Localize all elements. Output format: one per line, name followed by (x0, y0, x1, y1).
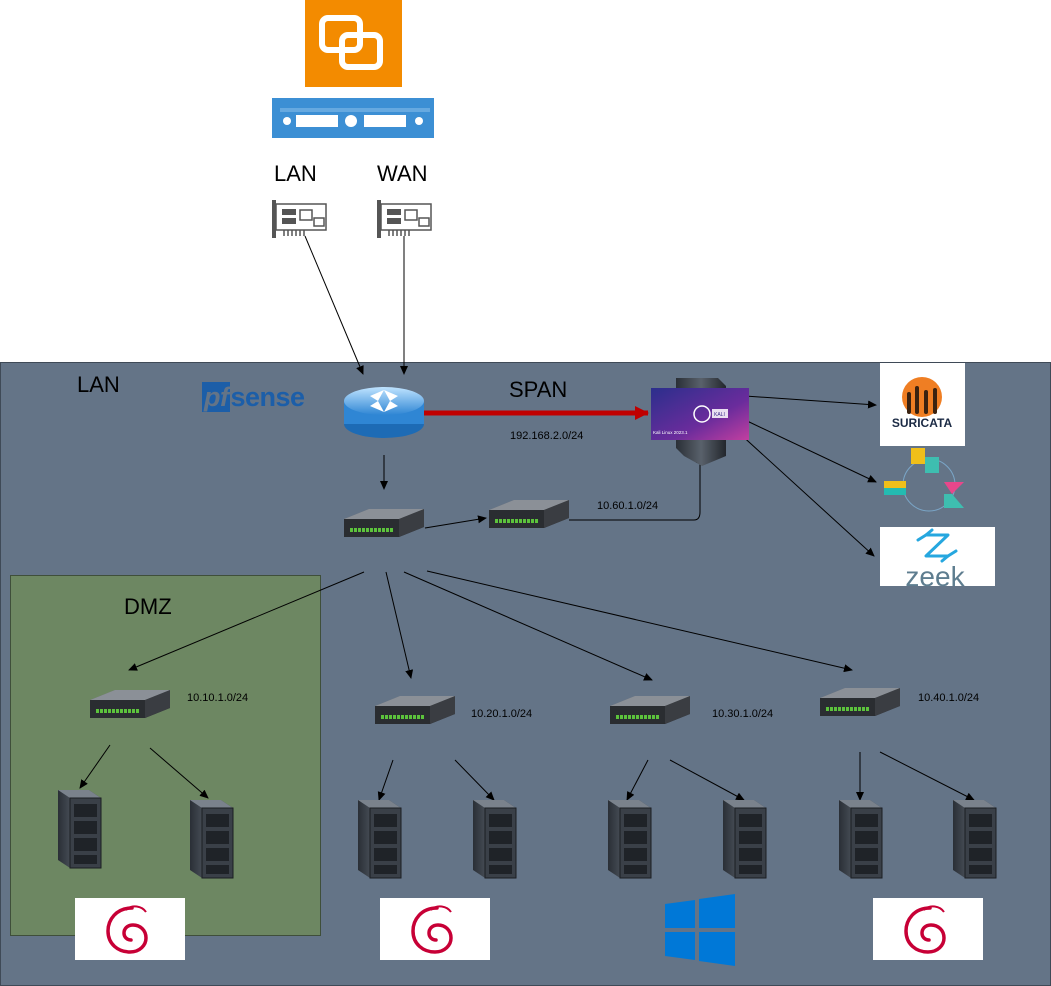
core-to-net20-switch-link (385, 571, 414, 679)
net40-switch-to-server2-link (879, 751, 975, 801)
net30-switch-to-server2-link (669, 759, 745, 801)
windows-icon (665, 894, 735, 966)
zeek-arrows-icon (916, 528, 958, 563)
net30-server-1-icon (607, 799, 652, 879)
net30-switch-icon (610, 696, 690, 724)
net40-server-2-icon (952, 799, 997, 879)
span-subnet-label: 192.168.2.0/24 (510, 430, 584, 442)
net20-switch-to-server2-link (454, 759, 495, 801)
pfsense-pf-text: pf (202, 382, 231, 412)
router-icon (344, 387, 424, 438)
core-to-net30-switch-link (403, 571, 653, 681)
dmz-server-2-icon (189, 799, 234, 879)
elk-stack-icon (884, 448, 964, 512)
kali-to-elk-link (744, 419, 877, 483)
lan-nic-to-router-link (304, 235, 364, 375)
dmz-subnet-label: 10.10.1.0/24 (187, 692, 249, 704)
monitor-subnet-label: 10.60.1.0/24 (597, 500, 659, 512)
zeek-text: zeek (905, 561, 965, 592)
dmz-switch-to-server1-link (79, 744, 111, 789)
lan-interface-label: LAN (274, 161, 317, 186)
dmz-switch-icon (90, 690, 170, 718)
net20-subnet-label: 10.20.1.0/24 (471, 708, 533, 720)
net20-server-1-icon (357, 799, 402, 879)
lan-nic-icon (271, 199, 327, 239)
wan-interface-label: WAN (377, 161, 428, 186)
net40-subnet-label: 10.40.1.0/24 (918, 692, 980, 704)
kali-to-suricata-link (744, 395, 877, 409)
connections (79, 235, 975, 801)
dmz-zone-label: DMZ (124, 594, 172, 619)
core-to-dmz-switch-link (128, 571, 365, 671)
kali-to-zeek-link (737, 431, 875, 557)
kali-sensor-icon (651, 378, 749, 466)
net30-switch-to-server1-link (626, 759, 649, 801)
lan-zone-label: LAN (77, 372, 120, 397)
vmware-icon (319, 15, 383, 70)
net30-subnet-label: 10.30.1.0/24 (712, 708, 774, 720)
esxi-host-icon (272, 98, 434, 138)
net20-server-2-icon (472, 799, 517, 879)
dmz-server-1-icon (57, 789, 102, 869)
wan-nic-icon (376, 199, 432, 239)
core-to-net40-switch-link (426, 570, 853, 673)
suricata-text: SURICATA (892, 416, 953, 430)
suricata-meerkat-icon (907, 386, 937, 414)
dmz-zone (10, 575, 321, 936)
net40-switch-icon (820, 688, 900, 716)
net20-switch-icon (375, 696, 455, 724)
kali-version-text: Kali Linux 2023.1 (653, 430, 688, 435)
net20-switch-to-server1-link (377, 759, 394, 801)
core-switch-icon (344, 509, 424, 537)
pfsense-sense-text: sense (230, 382, 305, 412)
span-label: SPAN (509, 377, 568, 402)
pfsense-logo: pfsense (202, 382, 305, 413)
monitor-switch-to-kali-link (569, 454, 704, 521)
net40-server-1-icon (838, 799, 883, 879)
net30-server-2-icon (722, 799, 767, 879)
suricata-sun-icon (902, 377, 942, 417)
kali-badge-text: KALI (714, 412, 725, 418)
monitor-switch-icon (489, 500, 569, 528)
dmz-switch-to-server2-link (149, 747, 209, 799)
core-to-monitor-switch-link (424, 515, 487, 529)
